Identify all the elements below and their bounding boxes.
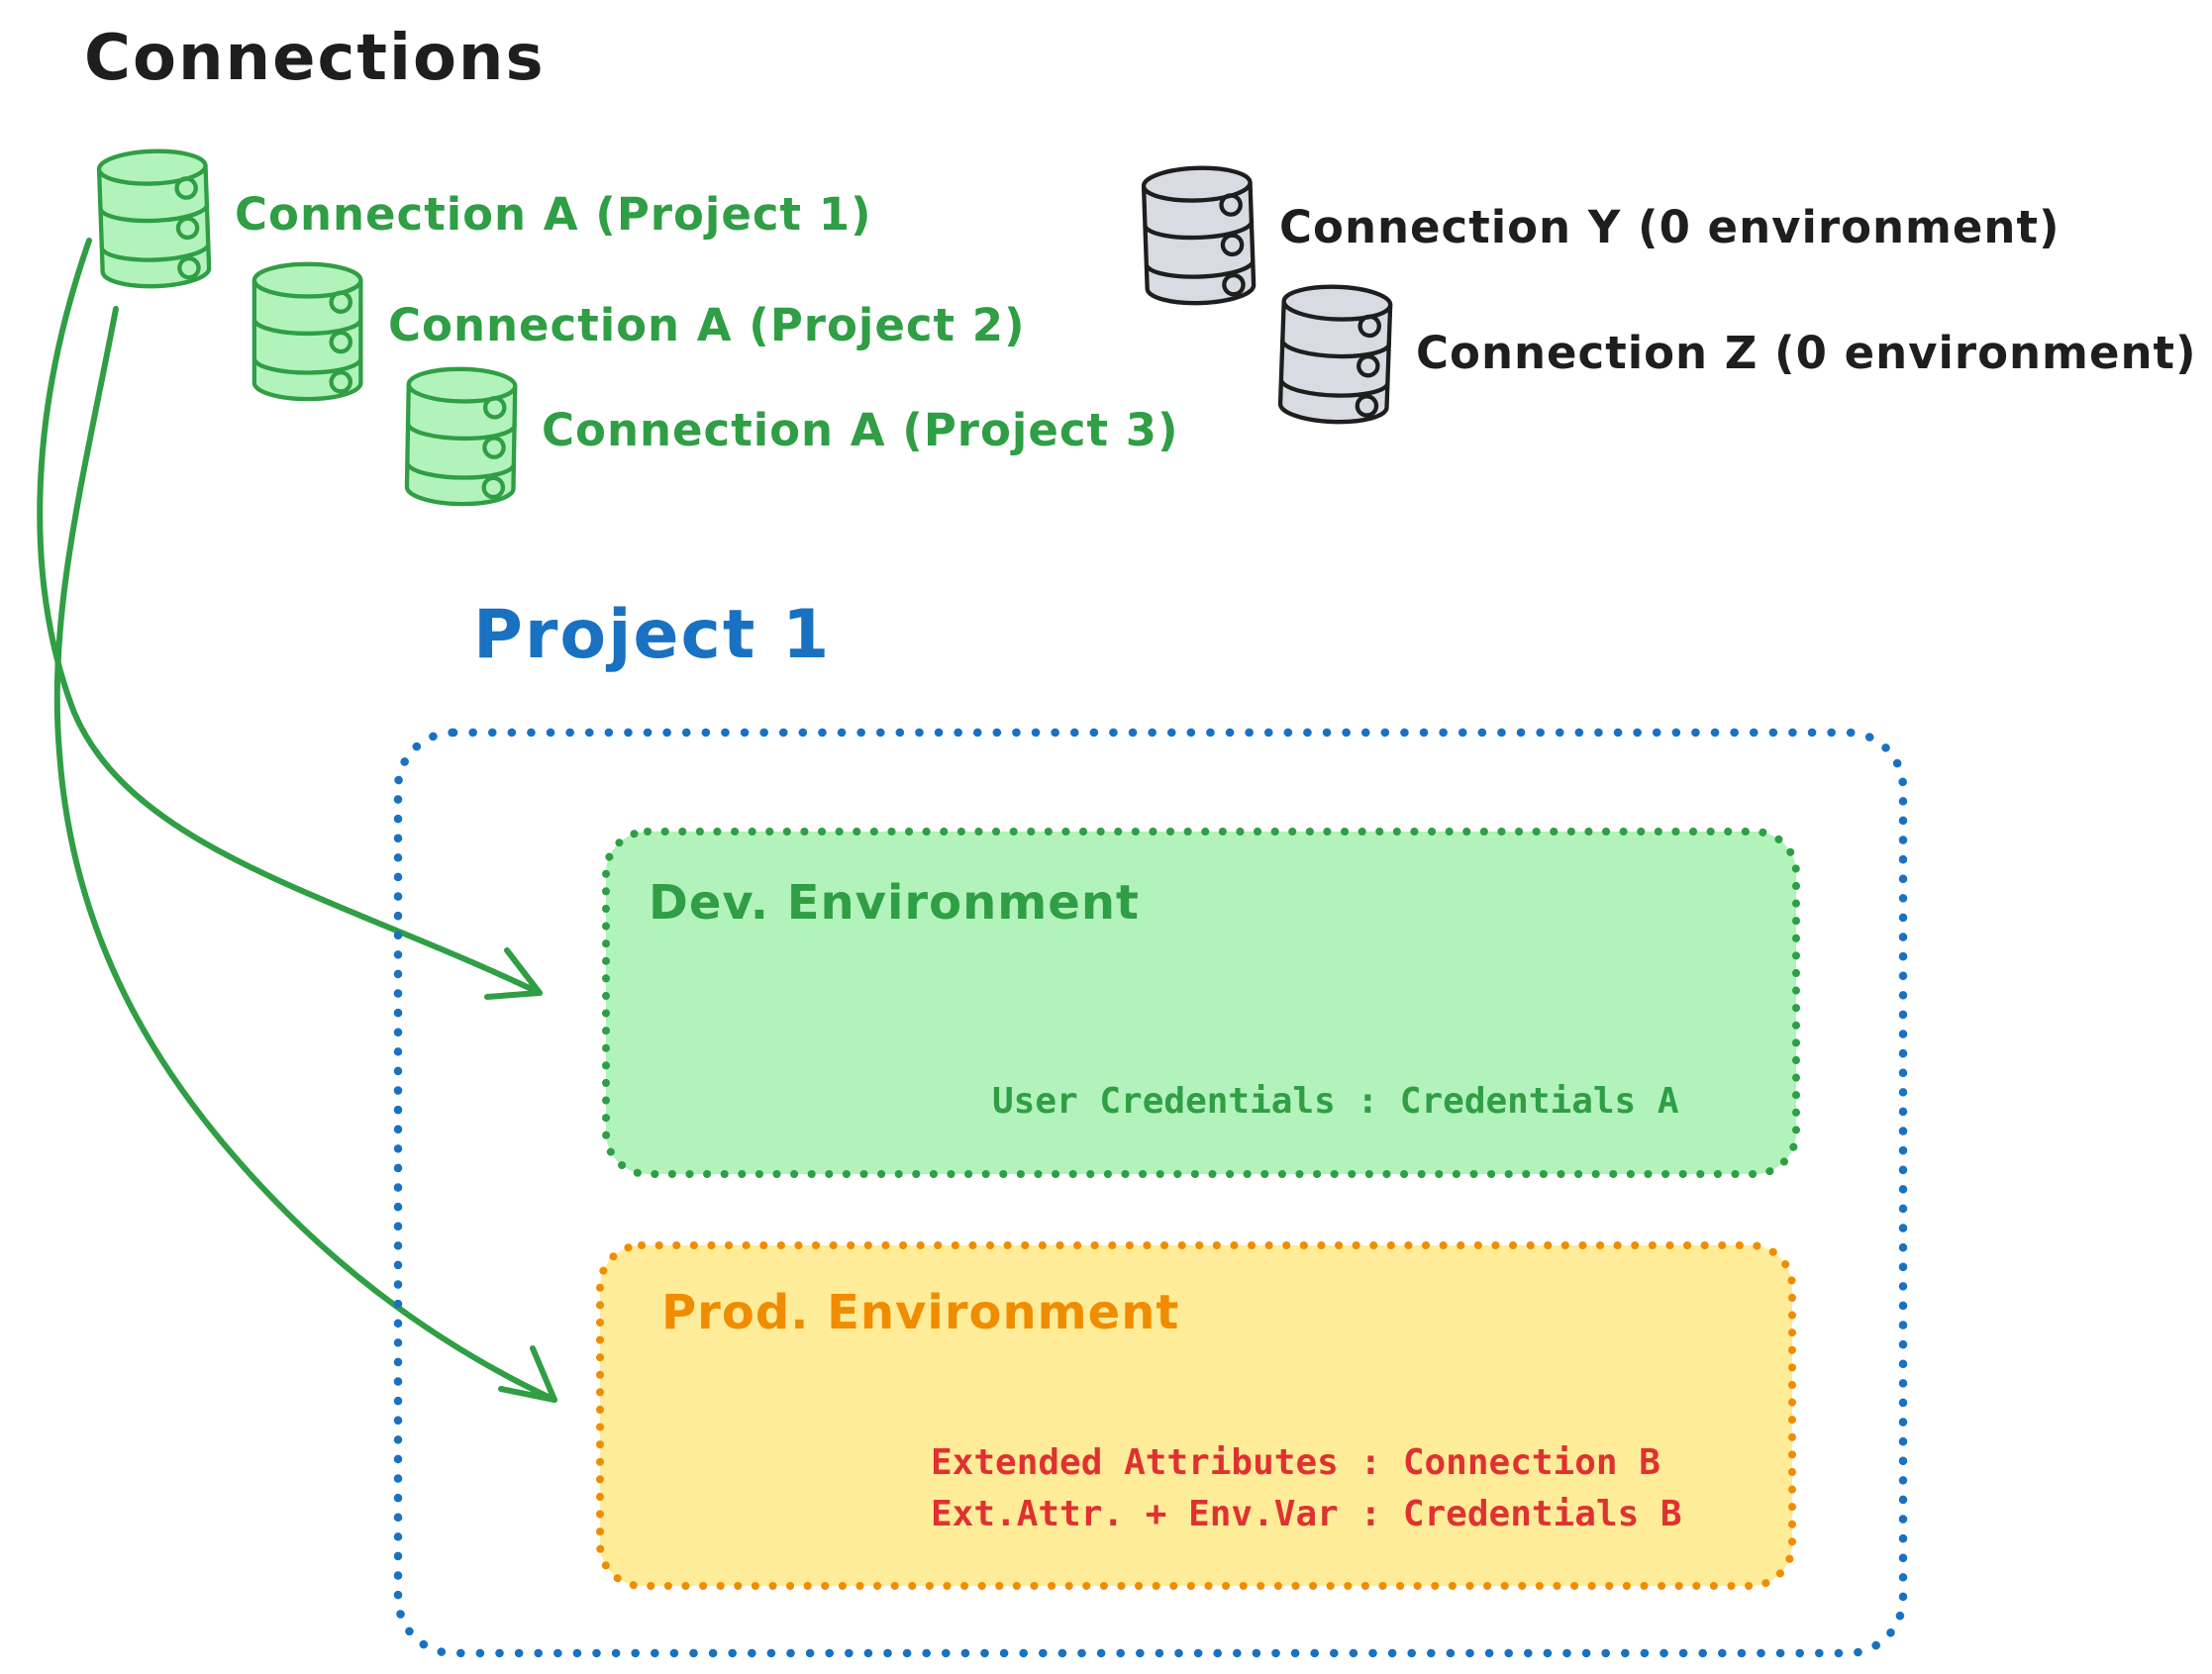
project-boundary <box>393 728 1908 1658</box>
prod-environment-title: Prod. Environment <box>661 1285 1180 1340</box>
arrow-to-dev-environment <box>37 238 543 1000</box>
database-icon <box>98 148 210 288</box>
dev-environment-box <box>602 828 1800 1178</box>
dev-credential-mapping-text: User Credentials : Credentials A <box>992 1081 1679 1122</box>
dev-environment-title: Dev. Environment <box>649 875 1140 931</box>
connection-label-y: Connection Y (0 environment) <box>1279 201 2061 253</box>
page-title: Connections <box>84 22 546 95</box>
arrow-to-prod-environment <box>53 306 557 1403</box>
prod-credential-line-1: Extended Attributes : Connection B <box>931 1442 1660 1483</box>
prod-credential-mapping-text: Extended Attributes : Connection B Ext.A… <box>931 1437 1682 1540</box>
connection-label-a-project-3: Connection A (Project 3) <box>542 404 1179 456</box>
connection-label-a-project-2: Connection A (Project 2) <box>388 299 1026 351</box>
database-icon <box>1279 284 1391 424</box>
database-icon <box>253 263 361 400</box>
connection-label-z: Connection Z (0 environment) <box>1416 327 2197 379</box>
project-title: Project 1 <box>473 596 832 674</box>
prod-environment-box <box>596 1241 1796 1590</box>
database-icon <box>406 367 516 506</box>
connection-label-a-project-1: Connection A (Project 1) <box>235 188 872 241</box>
database-icon <box>1143 165 1255 305</box>
prod-credential-line-2: Ext.Attr. + Env.Var : Credentials B <box>931 1494 1682 1534</box>
